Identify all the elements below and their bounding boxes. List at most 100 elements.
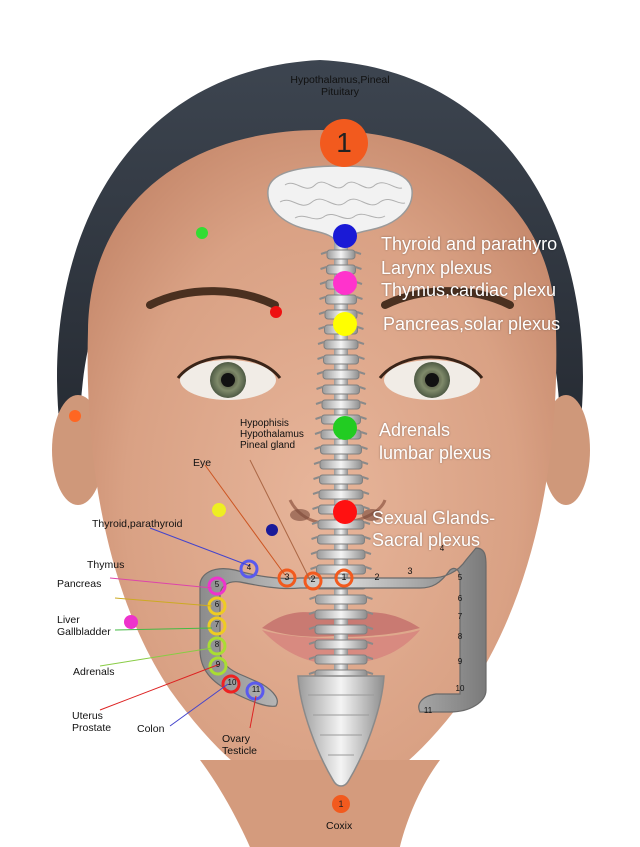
vertebra-process (308, 611, 374, 615)
colon-left-dot-5 (207, 636, 227, 656)
label-prostate: Prostate (72, 722, 112, 734)
vertebra (321, 399, 361, 410)
colon-left-dot-1 (239, 559, 259, 579)
vertebra-process (320, 251, 362, 255)
colon-r-num-4: 4 (439, 544, 445, 553)
colon-r-num-6: 6 (457, 594, 463, 603)
vertebra-process (309, 596, 373, 600)
colon-r-num-11: 11 (423, 706, 433, 715)
top-number: 1 (336, 127, 352, 158)
vertebra-process (308, 656, 374, 660)
colon-left-dot-4 (207, 616, 227, 636)
sacrum-graphic (297, 675, 385, 787)
colon-h-num-2: 2 (310, 574, 316, 584)
label-thyroid: Thyroid,parathyroid (92, 518, 183, 530)
coxix-number-circle (332, 795, 350, 813)
colon-l-num-11: 11 (251, 685, 261, 694)
coxix-number: 1 (338, 799, 344, 809)
vertebra-process (310, 551, 372, 555)
vertebra-process (308, 626, 374, 630)
vertebra-process (311, 536, 371, 540)
right-label-lumbar: lumbar plexus (379, 443, 492, 463)
right-label-larynx: Larynx plexus (381, 258, 493, 278)
label-hypothalamus: Hypothalamus (240, 429, 304, 440)
vertebra-process (318, 311, 364, 315)
vertebra (314, 609, 368, 620)
vertebra (325, 294, 357, 305)
vertebra-process (313, 476, 369, 480)
vertebra (320, 444, 362, 455)
vertebra (315, 594, 367, 605)
colon-l-num-6: 6 (214, 600, 220, 609)
label-hypophisis: Hypophisis (240, 418, 289, 429)
face-point-dot-4 (212, 503, 226, 517)
spine-chakra-dot-5 (333, 500, 357, 524)
vertebra-process (312, 491, 370, 495)
vertebra-process (319, 296, 363, 300)
top-number-circle (320, 119, 368, 167)
spine-chakra-dot-1 (333, 224, 357, 248)
neck (200, 760, 440, 847)
colon-h-num-3: 1 (341, 572, 347, 582)
colon-left-dot-2 (207, 576, 227, 596)
vertebra (319, 474, 363, 485)
face-point-dot-3 (69, 410, 81, 422)
label-gallbladder: Gallbladder (57, 626, 111, 638)
vertebra-process (314, 446, 368, 450)
vertebra-process (315, 401, 367, 405)
label-liver: Liver (57, 614, 80, 626)
label-ovary: Ovary (222, 733, 251, 745)
vertebra-process (316, 386, 366, 390)
vertebra (317, 534, 365, 545)
face-point-dot-2 (270, 306, 282, 318)
label-uterus: Uterus (72, 710, 103, 722)
vertebra-process (320, 266, 362, 270)
vertebra-process (314, 431, 368, 435)
vertebra (323, 339, 359, 350)
colon-l-num-5: 5 (214, 580, 220, 589)
colon-top-dot-1 (277, 568, 297, 588)
vertebra (318, 489, 364, 500)
colon-r-num-7: 7 (457, 612, 463, 621)
label-testicle: Testicle (222, 745, 258, 757)
leader-lines (99, 459, 311, 729)
label-colon: Colon (137, 723, 165, 735)
colon-r-num-9: 9 (457, 657, 463, 666)
vertebra (322, 384, 360, 395)
left-eyebrow (146, 287, 279, 309)
colon-r-num-10: 10 (455, 684, 465, 693)
hair (57, 60, 583, 430)
colon-h-num-4: 2 (374, 572, 380, 582)
vertebra-process (317, 341, 365, 345)
label-pancreas: Pancreas (57, 578, 102, 590)
right-label-pancreas: Pancreas,solar plexus (383, 314, 561, 334)
vertebra (314, 639, 368, 650)
right-label-adrenals: Adrenals (379, 420, 451, 440)
vertebra-process (317, 356, 365, 360)
colon-left-dot-7 (221, 674, 241, 694)
colon-h-num-5: 3 (407, 566, 413, 576)
vertebra-process (318, 326, 364, 330)
vertebra-process (319, 281, 363, 285)
vertebra (319, 459, 363, 470)
vertebra-process (311, 521, 371, 525)
spine-chakra-dot-3 (333, 312, 357, 336)
colon-r-num-8: 8 (457, 632, 463, 641)
spine-chakra-dot-2 (333, 271, 357, 295)
top-label-line2: Pituitary (321, 86, 359, 98)
colon-l-num-7: 7 (214, 620, 220, 629)
right-label-thymus: Thymus,cardiac plexu (381, 280, 557, 300)
vertebra-process (310, 566, 372, 570)
label-thymus: Thymus (87, 559, 125, 571)
right-label-thyroid: Thyroid and parathyro (381, 234, 558, 254)
label-eye: Eye (193, 457, 212, 469)
top-label-line1: Hypothalamus,Pineal (290, 74, 390, 86)
colon-top-dot-3 (334, 568, 354, 588)
right-label-sacral: Sacral plexus (372, 530, 481, 550)
face-point-dot-5 (266, 524, 278, 536)
vertebra (326, 249, 356, 260)
vertebra-process (316, 371, 366, 375)
colon-left-dot-6 (208, 656, 228, 676)
vertebra (316, 549, 366, 560)
